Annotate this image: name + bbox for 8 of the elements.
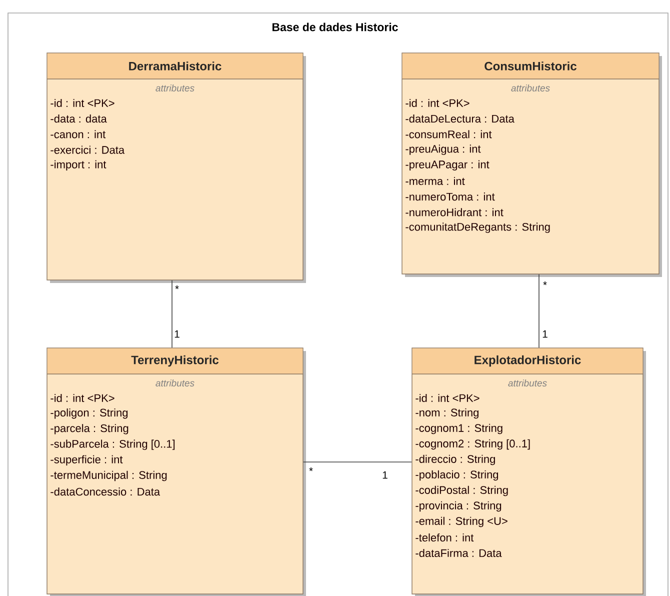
multiplicity-label: * <box>309 467 313 472</box>
association-line <box>538 274 540 348</box>
multiplicity-label: 1 <box>542 330 548 338</box>
package-title: Base de dades Historic <box>272 22 398 32</box>
multiplicity-label: * <box>175 285 179 290</box>
multiplicity-label: * <box>543 281 547 286</box>
multiplicity-label: 1 <box>382 471 388 479</box>
multiplicity-label: 1 <box>174 330 180 338</box>
